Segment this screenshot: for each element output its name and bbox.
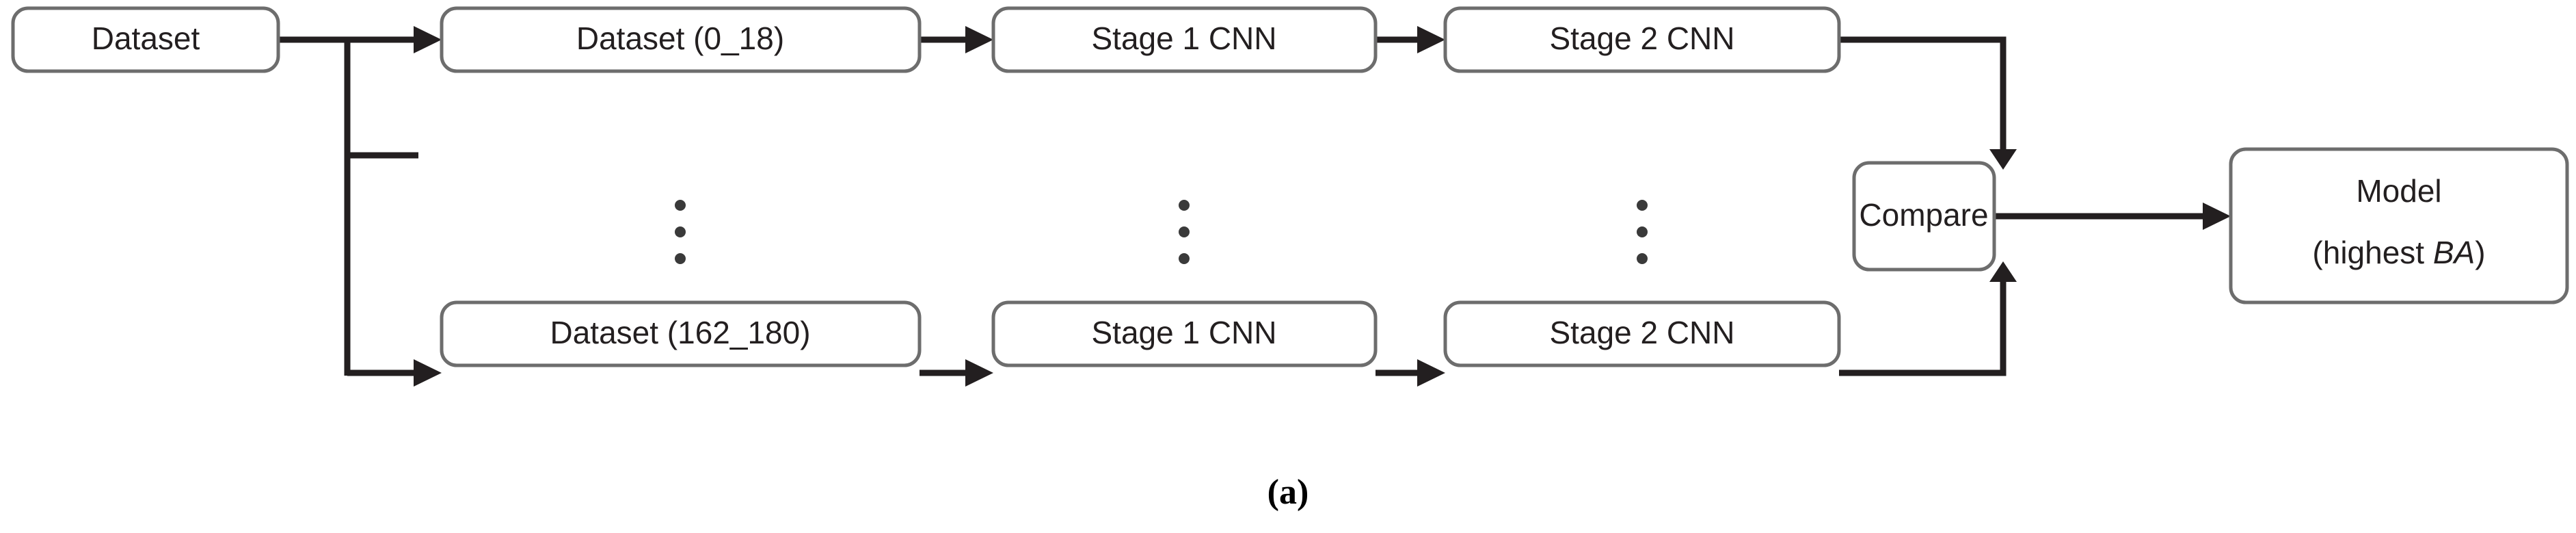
node-top-stage2[interactable]: Stage 2 CNN bbox=[1443, 6, 1841, 73]
edge-top-dataset-to-stage1 bbox=[920, 26, 993, 53]
edge-top-stage1-to-stage2 bbox=[1376, 26, 1445, 53]
node-dataset-source[interactable]: Dataset bbox=[11, 6, 280, 73]
node-bottom-stage1-label: Stage 1 CNN bbox=[1091, 315, 1276, 350]
node-top-stage2-label: Stage 2 CNN bbox=[1549, 21, 1734, 56]
arrow-head-icon bbox=[414, 26, 442, 53]
node-bottom-stage1[interactable]: Stage 1 CNN bbox=[991, 300, 1378, 367]
node-top-dataset[interactable]: Dataset (0_18) bbox=[440, 6, 922, 73]
arrow-head-icon bbox=[965, 359, 993, 387]
node-compare-label: Compare bbox=[1859, 197, 1988, 233]
arrow-head-icon bbox=[2203, 203, 2231, 230]
node-bottom-dataset[interactable]: Dataset (162_180) bbox=[440, 300, 922, 367]
node-top-stage1[interactable]: Stage 1 CNN bbox=[991, 6, 1378, 73]
node-model-label-line2: (highest BA) bbox=[2312, 235, 2485, 270]
edge-dataset-to-top-dataset bbox=[278, 26, 442, 53]
arrow-head-icon bbox=[965, 26, 993, 53]
edge-bottom-stage1-to-stage2 bbox=[1376, 359, 1445, 387]
ellipsis-stage1-column bbox=[1179, 200, 1190, 264]
node-bottom-dataset-label: Dataset (162_180) bbox=[550, 315, 810, 350]
edge-bottom-dataset-to-stage1 bbox=[920, 359, 993, 387]
edge-dataset-to-bottom-dataset bbox=[344, 40, 442, 387]
node-model-line2-prefix: (highest bbox=[2312, 235, 2432, 270]
node-bottom-stage2[interactable]: Stage 2 CNN bbox=[1443, 300, 1841, 367]
node-model[interactable]: Model (highest BA) bbox=[2229, 147, 2569, 304]
arrow-head-icon bbox=[1417, 359, 1445, 387]
arrow-head-icon bbox=[414, 359, 442, 387]
edge-top-stage2-to-compare bbox=[1839, 36, 2017, 170]
figure-caption: (a) bbox=[1267, 473, 1309, 512]
node-dataset-source-label: Dataset bbox=[92, 21, 200, 56]
node-model-line2-suffix: ) bbox=[2475, 235, 2485, 270]
edge-bottom-stage2-to-compare bbox=[1839, 261, 2017, 376]
arrow-head-icon bbox=[1989, 149, 2017, 170]
arrow-head-icon bbox=[1989, 261, 2017, 282]
node-top-stage1-label: Stage 1 CNN bbox=[1091, 21, 1276, 56]
arrow-head-icon bbox=[1417, 26, 1445, 53]
ellipsis-stage2-column bbox=[1637, 200, 1648, 264]
node-bottom-stage2-label: Stage 2 CNN bbox=[1549, 315, 1734, 350]
node-model-label-line1: Model bbox=[2356, 173, 2441, 209]
node-top-dataset-label: Dataset (0_18) bbox=[576, 21, 784, 56]
ellipsis-dataset-column bbox=[675, 200, 686, 264]
node-model-line2-metric: BA bbox=[2433, 235, 2475, 270]
node-compare[interactable]: Compare bbox=[1852, 161, 1996, 272]
edge-compare-to-model bbox=[1994, 203, 2231, 230]
